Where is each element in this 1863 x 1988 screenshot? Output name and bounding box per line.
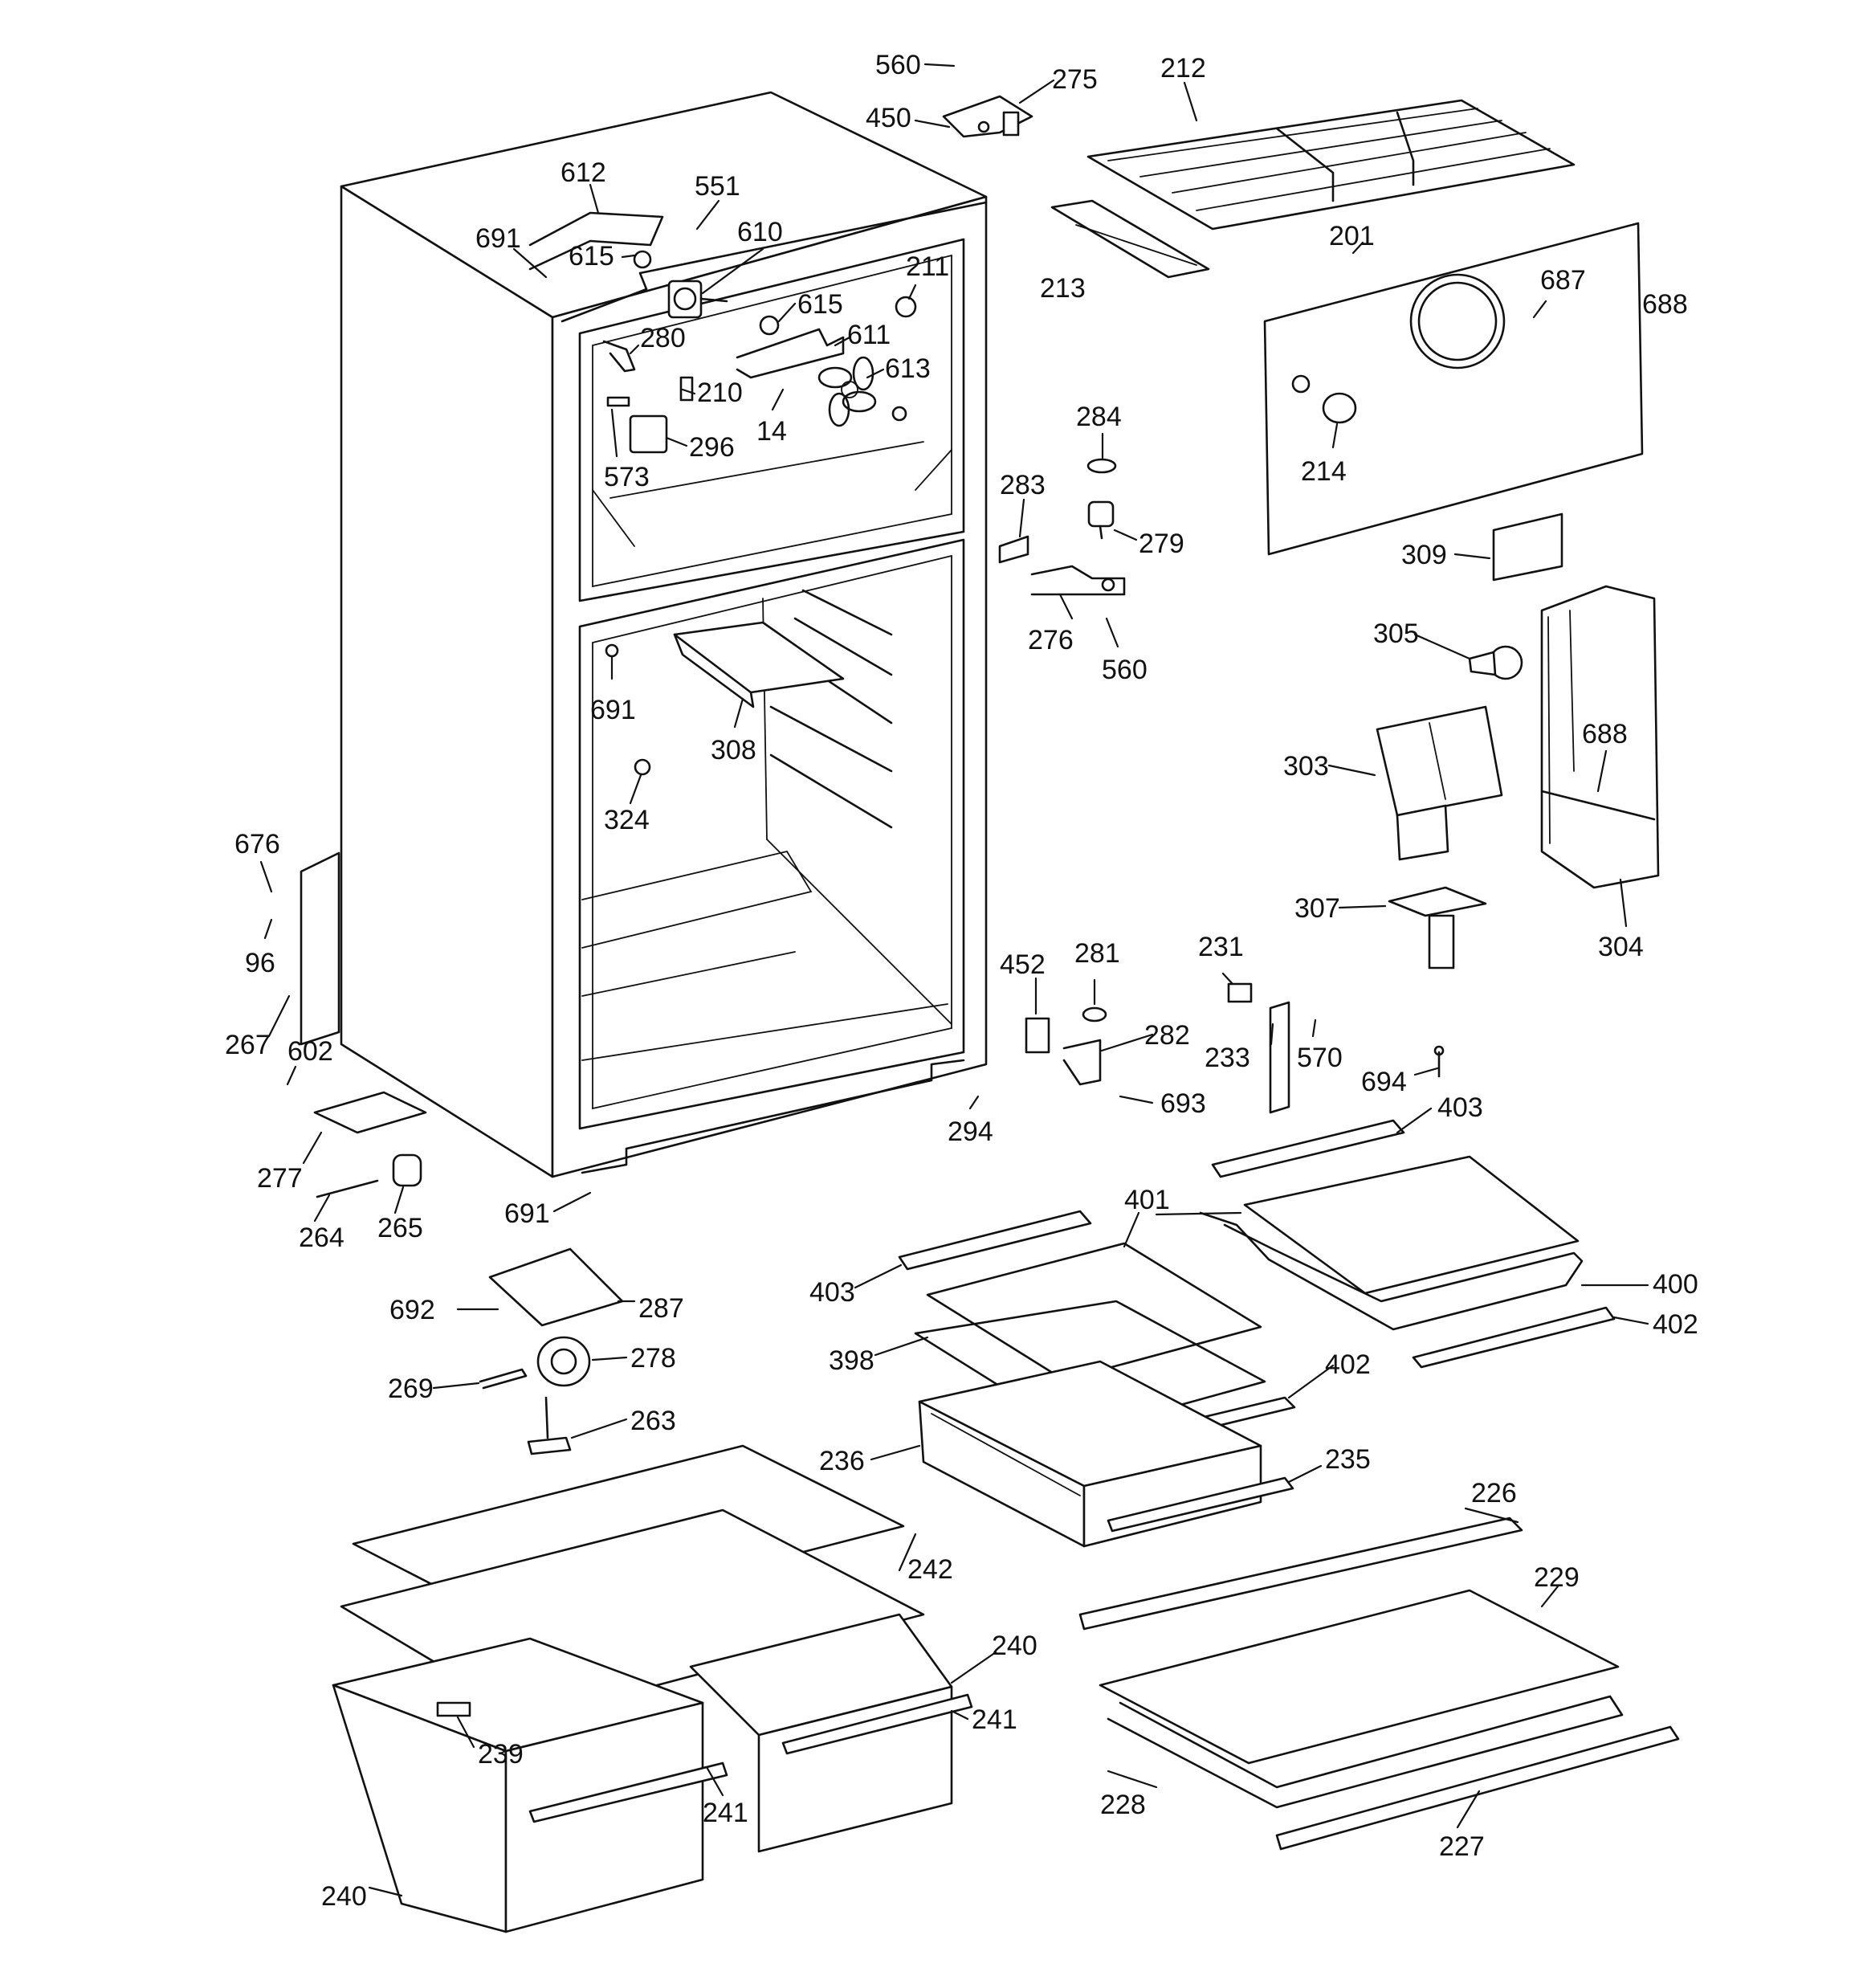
shelves — [898, 1119, 1680, 1851]
label-241-left: 241 — [703, 1798, 748, 1828]
label-265: 265 — [377, 1213, 423, 1243]
label-305: 305 — [1373, 618, 1419, 649]
label-560-top: 560 — [875, 50, 921, 80]
label-450: 450 — [866, 103, 911, 133]
label-612: 612 — [561, 157, 606, 188]
label-570: 570 — [1297, 1043, 1343, 1073]
label-236: 236 — [819, 1446, 865, 1476]
label-560-mid: 560 — [1102, 655, 1148, 685]
label-287: 287 — [638, 1293, 684, 1324]
label-602: 602 — [287, 1036, 333, 1067]
label-277: 277 — [257, 1163, 303, 1194]
label-214: 214 — [1301, 456, 1347, 487]
label-267: 267 — [225, 1030, 271, 1060]
label-240-right: 240 — [992, 1631, 1037, 1661]
label-401: 401 — [1124, 1185, 1170, 1215]
label-688-mid: 688 — [1582, 719, 1628, 749]
label-402-right: 402 — [1653, 1309, 1698, 1340]
label-688-top: 688 — [1642, 289, 1688, 320]
label-693: 693 — [1160, 1088, 1206, 1119]
label-691-bottom: 691 — [504, 1198, 550, 1229]
label-264: 264 — [299, 1223, 344, 1253]
label-284: 284 — [1076, 402, 1122, 432]
label-687: 687 — [1540, 265, 1586, 296]
label-691-top: 691 — [475, 223, 521, 254]
label-280: 280 — [640, 323, 686, 353]
label-403-left: 403 — [809, 1277, 855, 1308]
label-303: 303 — [1283, 751, 1329, 782]
label-294: 294 — [948, 1116, 993, 1147]
label-309: 309 — [1401, 540, 1447, 570]
label-691-mid: 691 — [590, 695, 636, 725]
label-281: 281 — [1074, 938, 1120, 969]
label-676: 676 — [234, 829, 280, 859]
label-242: 242 — [907, 1554, 953, 1585]
label-275: 275 — [1052, 64, 1098, 95]
label-239: 239 — [478, 1739, 524, 1770]
refrigerator-cabinet — [300, 91, 988, 1455]
label-398: 398 — [829, 1345, 874, 1376]
label-235: 235 — [1325, 1444, 1371, 1475]
label-307: 307 — [1294, 893, 1340, 924]
label-14: 14 — [756, 416, 787, 447]
label-304: 304 — [1598, 932, 1644, 962]
label-96: 96 — [245, 948, 275, 978]
label-611: 611 — [847, 320, 891, 350]
label-400: 400 — [1653, 1269, 1698, 1300]
label-241-right: 241 — [972, 1704, 1017, 1735]
label-308: 308 — [711, 735, 756, 765]
label-282: 282 — [1144, 1020, 1190, 1051]
label-610: 610 — [737, 217, 783, 247]
label-403-top: 403 — [1437, 1092, 1483, 1123]
label-213: 213 — [1040, 273, 1086, 304]
label-615-left: 615 — [569, 241, 614, 271]
crisper-pans — [332, 1444, 973, 1933]
label-228: 228 — [1100, 1790, 1146, 1820]
label-210: 210 — [697, 378, 743, 408]
label-573: 573 — [604, 462, 650, 492]
label-402-mid: 402 — [1325, 1349, 1371, 1380]
label-231: 231 — [1198, 932, 1244, 962]
freezer-parts — [942, 95, 1660, 1114]
label-263: 263 — [630, 1406, 676, 1436]
label-452: 452 — [1000, 949, 1046, 980]
label-279: 279 — [1139, 529, 1184, 559]
part-labels: 560 275 450 212 612 551 691 610 615 211 … — [225, 50, 1698, 1912]
label-240-left: 240 — [321, 1881, 367, 1912]
label-692: 692 — [389, 1295, 435, 1325]
label-201: 201 — [1329, 221, 1375, 251]
leader-lines — [259, 63, 1649, 1897]
label-296: 296 — [689, 432, 735, 463]
label-615-right: 615 — [797, 289, 843, 320]
label-226: 226 — [1471, 1478, 1517, 1508]
label-276: 276 — [1028, 625, 1074, 655]
label-613: 613 — [885, 353, 931, 384]
label-229: 229 — [1534, 1562, 1580, 1593]
label-269: 269 — [388, 1374, 434, 1404]
label-283: 283 — [1000, 470, 1046, 500]
label-212: 212 — [1160, 53, 1206, 84]
label-551: 551 — [695, 171, 740, 202]
label-227: 227 — [1439, 1831, 1485, 1862]
label-278: 278 — [630, 1343, 676, 1374]
label-211: 211 — [906, 251, 949, 282]
label-233: 233 — [1205, 1043, 1250, 1073]
label-694: 694 — [1361, 1067, 1407, 1097]
label-324: 324 — [604, 805, 650, 835]
